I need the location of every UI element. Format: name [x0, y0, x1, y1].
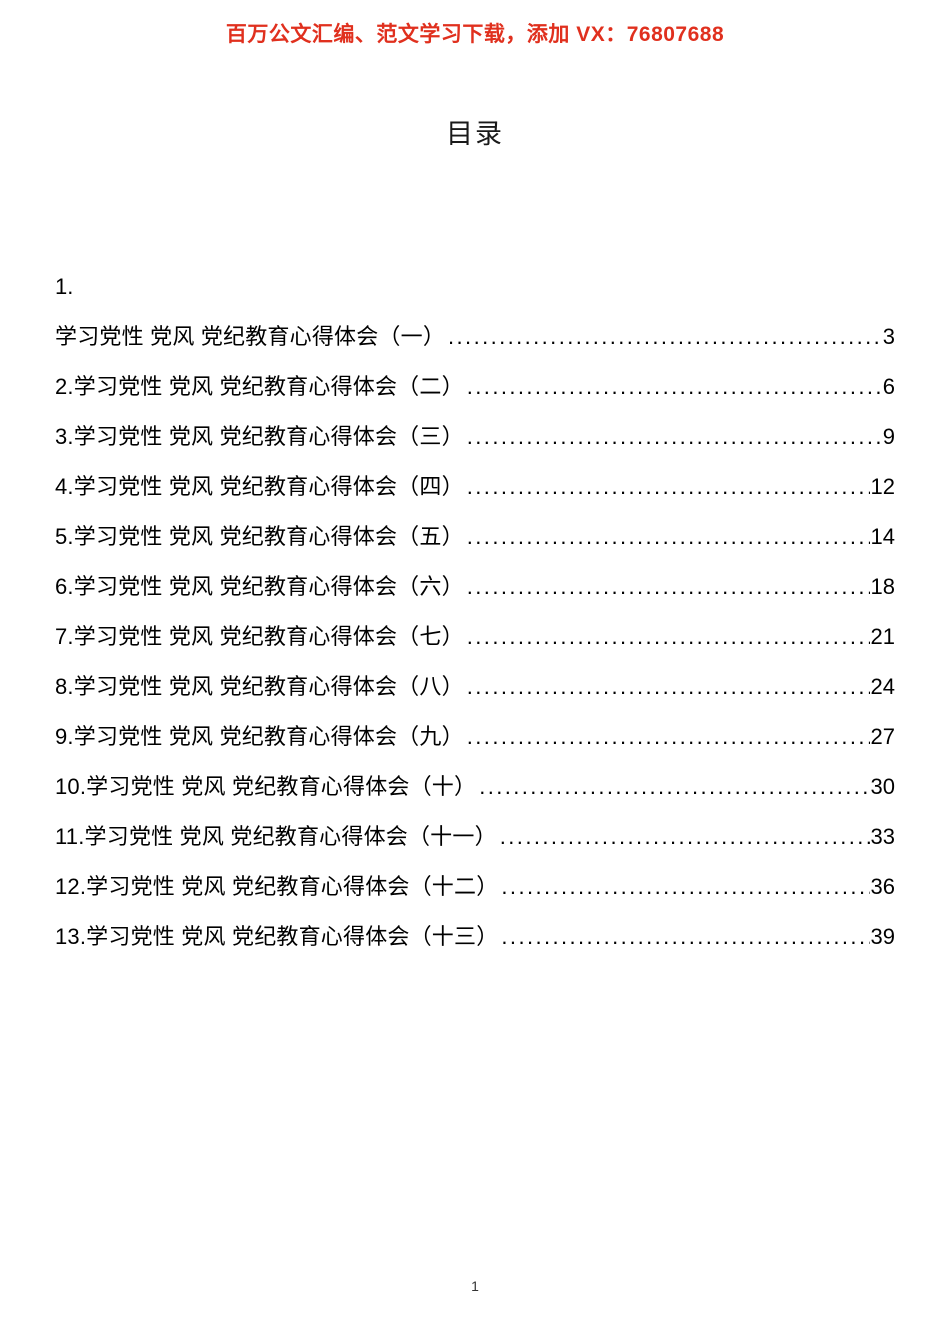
- toc-page-number: 36: [870, 874, 895, 899]
- toc-page-number: 39: [870, 924, 895, 949]
- page-title: 目录: [446, 119, 504, 149]
- toc-entry[interactable]: 1. 学习党性 党风 党纪教育心得体会（一） 3: [55, 262, 895, 362]
- toc-entry-label: 8.学习党性 党风 党纪教育心得体会（八）: [55, 674, 464, 699]
- toc-dot-leader: [501, 912, 869, 962]
- toc-page-number: 27: [870, 724, 895, 749]
- toc-page-number: 9: [882, 424, 895, 449]
- toc-entry[interactable]: 2.学习党性 党风 党纪教育心得体会（二） 6: [55, 362, 895, 412]
- toc-entry-label: 9.学习党性 党风 党纪教育心得体会（九）: [55, 724, 464, 749]
- toc-dot-leader: [479, 762, 869, 812]
- toc-page-number: 14: [870, 524, 895, 549]
- toc-entry-label: 学习党性 党风 党纪教育心得体会（一）: [55, 324, 446, 349]
- toc-dot-leader: [500, 812, 870, 862]
- toc-entry[interactable]: 9.学习党性 党风 党纪教育心得体会（九） 27: [55, 712, 895, 762]
- toc-entry[interactable]: 6.学习党性 党风 党纪教育心得体会（六） 18: [55, 562, 895, 612]
- toc-entry[interactable]: 12.学习党性 党风 党纪教育心得体会（十二） 36: [55, 862, 895, 912]
- toc-dot-leader: [467, 512, 870, 562]
- toc-page-number: 24: [870, 674, 895, 699]
- table-of-contents: 1. 学习党性 党风 党纪教育心得体会（一） 3 2.学习党性 党风 党纪教育心得体会…: [55, 262, 895, 962]
- toc-page-number: 30: [870, 774, 895, 799]
- toc-page-number: 21: [870, 624, 895, 649]
- toc-entry[interactable]: 7.学习党性 党风 党纪教育心得体会（七） 21: [55, 612, 895, 662]
- toc-entry[interactable]: 13.学习党性 党风 党纪教育心得体会（十三） 39: [55, 912, 895, 962]
- toc-entry-number: 1.: [55, 274, 74, 299]
- toc-entry-label: 5.学习党性 党风 党纪教育心得体会（五）: [55, 524, 464, 549]
- toc-dot-leader: [467, 662, 870, 712]
- toc-dot-leader: [467, 612, 870, 662]
- toc-entry-label: 3.学习党性 党风 党纪教育心得体会（三）: [55, 424, 464, 449]
- toc-entry-label: 13.学习党性 党风 党纪教育心得体会（十三）: [55, 924, 499, 949]
- toc-entry[interactable]: 8.学习党性 党风 党纪教育心得体会（八） 24: [55, 662, 895, 712]
- toc-entry[interactable]: 10.学习党性 党风 党纪教育心得体会（十） 30: [55, 762, 895, 812]
- toc-entry-label: 2.学习党性 党风 党纪教育心得体会（二）: [55, 374, 464, 399]
- toc-page-number: 33: [870, 824, 895, 849]
- toc-entry[interactable]: 3.学习党性 党风 党纪教育心得体会（三） 9: [55, 412, 895, 462]
- toc-page-number: 12: [870, 474, 895, 499]
- toc-dot-leader: [501, 862, 869, 912]
- toc-entry[interactable]: 5.学习党性 党风 党纪教育心得体会（五） 14: [55, 512, 895, 562]
- toc-dot-leader: [467, 712, 870, 762]
- toc-entry-body: 学习党性 党风 党纪教育心得体会（一） 3: [55, 312, 895, 362]
- toc-entry[interactable]: 11.学习党性 党风 党纪教育心得体会（十一） 33: [55, 812, 895, 862]
- toc-entry-label: 10.学习党性 党风 党纪教育心得体会（十）: [55, 774, 477, 799]
- toc-entry[interactable]: 4.学习党性 党风 党纪教育心得体会（四） 12: [55, 462, 895, 512]
- footer-page-number: 1: [471, 1278, 479, 1294]
- toc-page-number: 3: [882, 324, 895, 349]
- toc-entry-label: 12.学习党性 党风 党纪教育心得体会（十二）: [55, 874, 499, 899]
- promo-watermark-header: 百万公文汇编、范文学习下载，添加 VX：76807688: [225, 23, 725, 46]
- toc-entry-label: 6.学习党性 党风 党纪教育心得体会（六）: [55, 574, 464, 599]
- toc-page-number: 18: [870, 574, 895, 599]
- toc-entry-label: 11.学习党性 党风 党纪教育心得体会（十一）: [55, 824, 497, 849]
- toc-dot-leader: [467, 412, 882, 462]
- toc-dot-leader: [467, 562, 870, 612]
- toc-page-number: 6: [882, 374, 895, 399]
- toc-dot-leader: [448, 312, 882, 362]
- toc-entry-label: 7.学习党性 党风 党纪教育心得体会（七）: [55, 624, 464, 649]
- toc-dot-leader: [467, 462, 870, 512]
- toc-dot-leader: [467, 362, 882, 412]
- toc-entry-label: 4.学习党性 党风 党纪教育心得体会（四）: [55, 474, 464, 499]
